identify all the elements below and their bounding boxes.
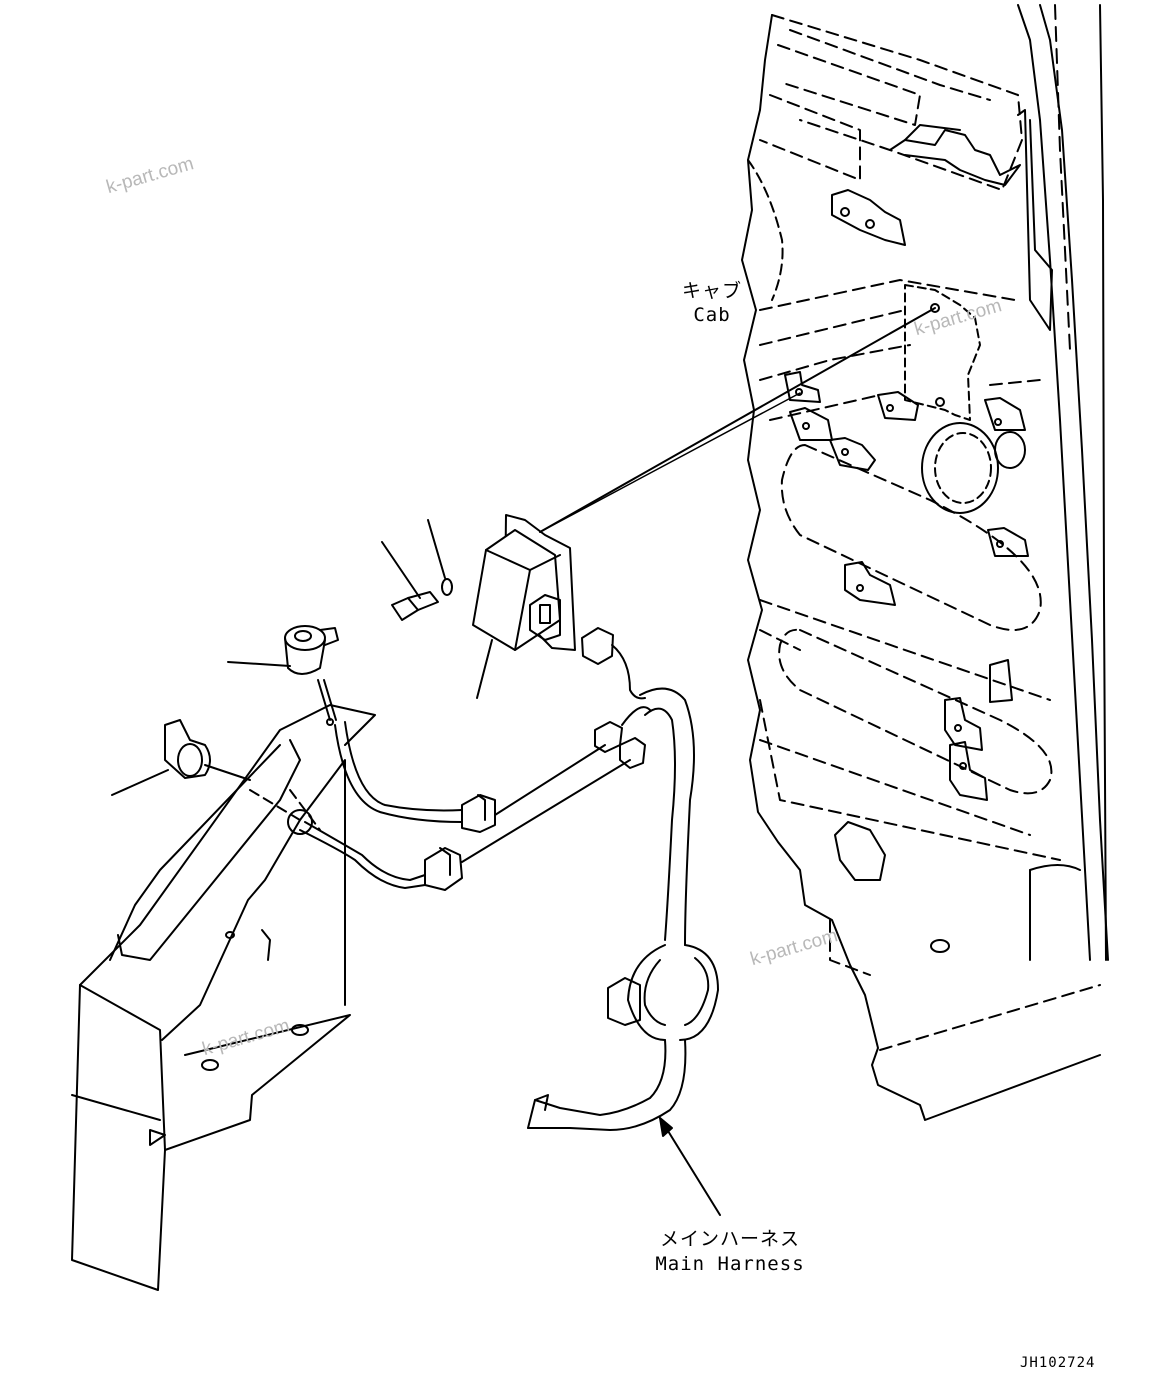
bolt — [391, 591, 439, 621]
relay-unit — [472, 514, 576, 651]
socket-upper — [284, 625, 339, 721]
socket-lower-leader — [111, 769, 169, 796]
washer — [441, 578, 453, 596]
console — [71, 704, 376, 1291]
harness-label-jp: メインハーネス — [659, 1228, 800, 1250]
cab-label: Cab — [693, 304, 731, 326]
washer-leader — [427, 519, 446, 579]
harness-label: Main Harness — [655, 1253, 805, 1275]
socket-lower — [164, 719, 251, 781]
harness-leader — [659, 1117, 721, 1216]
socket-upper-leader — [227, 661, 291, 667]
bolt-leader — [381, 541, 421, 599]
cab-structure — [741, 4, 1109, 1121]
cab-label-jp: キャブ — [681, 280, 742, 302]
relay-leader — [476, 639, 493, 699]
relay-mount-leader — [539, 307, 936, 533]
drawing-code: JH102724 — [1020, 1355, 1096, 1371]
harness-arrowhead — [659, 1117, 673, 1137]
wire-harness — [299, 627, 719, 1131]
